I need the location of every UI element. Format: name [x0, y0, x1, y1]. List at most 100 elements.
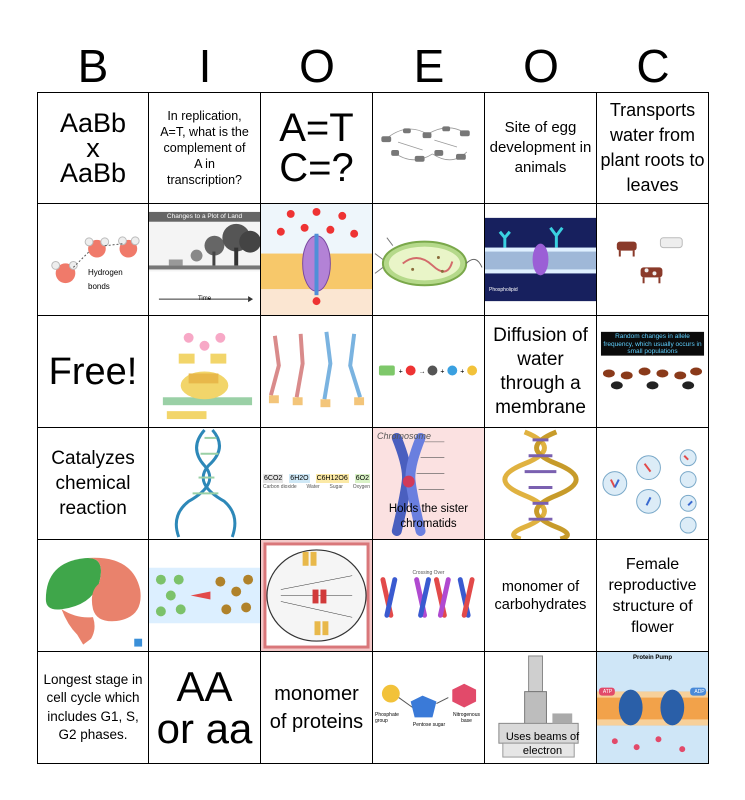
crossing-over-image — [380, 577, 475, 618]
cell-r0c3[interactable] — [373, 92, 485, 204]
cell-r4c4[interactable]: monomer of carbohydrates — [485, 540, 597, 652]
cell-r3c2[interactable]: 6CO2 6H2O C6H12O6 6O2 Carbon dioxide Wat… — [261, 428, 373, 540]
brain-image — [45, 557, 143, 647]
cell-r2c5[interactable]: Random changes in allele frequency, whic… — [597, 316, 709, 428]
protein-pump-title: Protein Pump — [632, 655, 672, 661]
adp-label: ADP — [694, 689, 705, 695]
cell-text: Holds the sister chromatids — [388, 503, 469, 530]
cell-r1c5[interactable] — [597, 204, 709, 316]
cell-text: Diffusion of water through a membrane — [493, 324, 588, 418]
protein-synthesis-image — [162, 332, 253, 420]
cell-text: Longest stage in cell cycle which includ… — [43, 671, 143, 743]
mitosis-image — [263, 542, 370, 649]
cell-text: Catalyzes chemical reaction — [51, 448, 135, 519]
succession-axis: Time — [197, 296, 212, 302]
svg-text:+: + — [399, 368, 403, 375]
cell-r0c4[interactable]: Site of egg development in animals — [485, 92, 597, 204]
homologous-limbs-image — [268, 331, 365, 408]
electron-microscope-image — [498, 655, 579, 758]
cell-text: Transports water from plant roots to lea… — [600, 100, 705, 195]
cell-r1c3[interactable] — [373, 204, 485, 316]
cell-r5c1[interactable]: AA or aa — [149, 652, 261, 764]
cell-r4c5[interactable]: Female reproductive structure of flower — [597, 540, 709, 652]
cell-r4c3[interactable]: Crossing Over — [373, 540, 485, 652]
cell-r2c3[interactable]: + → + + — [373, 316, 485, 428]
dna-replication-image — [174, 428, 237, 538]
protein-pump-image — [597, 652, 708, 763]
respiration-equation-image: + → + + — [378, 365, 478, 375]
succession-image — [149, 211, 260, 303]
crossing-over-title: Crossing Over — [412, 570, 445, 576]
eq-label: Carbon dioxide — [263, 484, 297, 490]
prokaryotic-cell-image — [374, 237, 483, 287]
eq-label: Oxygen — [352, 484, 370, 490]
cell-r5c2[interactable]: monomer of proteins — [261, 652, 373, 764]
cell-r4c2[interactable] — [261, 540, 373, 652]
svg-text:+: + — [440, 368, 444, 375]
cell-r2c4[interactable]: Diffusion of water through a membrane — [485, 316, 597, 428]
eq-term: 6CO2 — [263, 474, 284, 483]
cell-r1c0[interactable]: Hydrogen bonds — [37, 204, 149, 316]
cattle-breeding-image — [616, 237, 683, 284]
cell-r5c5[interactable]: Protein Pump ATP ADP — [597, 652, 709, 764]
svg-text:+: + — [460, 368, 464, 375]
cell-r1c1[interactable]: Changes to a Plot of Land Time — [149, 204, 261, 316]
image-label: Phospholipid — [489, 287, 518, 293]
image-label: Hydrogen bonds — [88, 268, 123, 291]
cell-r0c0[interactable]: AaBb x AaBb — [37, 92, 149, 204]
cell-r5c0[interactable]: Longest stage in cell cycle which includ… — [37, 652, 149, 764]
eq-term: 6H2O — [289, 474, 310, 483]
chromosome-image — [391, 432, 445, 537]
cell-r2c0[interactable]: Free! — [37, 316, 149, 428]
dna-helix-image — [502, 429, 579, 539]
hydrogen-bond-image — [51, 236, 140, 284]
chromosome-title: Chromosome — [377, 431, 432, 441]
header-letter: C — [636, 40, 670, 92]
cell-text: monomer of proteins — [269, 682, 364, 733]
header-letter: E — [413, 40, 445, 92]
antibiotic-resistance-image — [149, 567, 260, 624]
photosynthesis-labels: Carbon dioxide Water Sugar Oxygen — [263, 484, 370, 491]
eq-term: C6H12O6 — [315, 474, 349, 483]
cell-r1c4[interactable]: Phospholipid — [485, 204, 597, 316]
cell-r3c4[interactable] — [485, 428, 597, 540]
eq-label: Sugar — [329, 484, 343, 490]
cell-r3c0[interactable]: Catalyzes chemical reaction — [37, 428, 149, 540]
nucleotide-image — [381, 683, 477, 718]
cell-text: A=T C=? — [279, 106, 354, 190]
cell-text: monomer of carbohydrates — [494, 578, 587, 613]
cell-r0c5[interactable]: Transports water from plant roots to lea… — [597, 92, 709, 204]
nucleotide-label: Phosphate group — [375, 712, 399, 724]
cell-r3c1[interactable] — [149, 428, 261, 540]
drift-banner: Random changes in allele frequency, whic… — [603, 333, 702, 356]
header-letter: O — [523, 40, 559, 92]
header-letter: B — [77, 40, 109, 92]
svg-text:→: → — [419, 368, 426, 375]
bingo-header: B I O E O C — [37, 40, 709, 92]
bingo-grid: AaBb x AaBb In replication, A=T, what is… — [37, 92, 709, 764]
cell-r1c2[interactable] — [261, 204, 373, 316]
cell-r3c5[interactable] — [597, 428, 709, 540]
cell-r0c1[interactable]: In replication, A=T, what is the complem… — [149, 92, 261, 204]
eq-label: Water — [306, 484, 320, 490]
nucleotide-label: Pentose sugar — [412, 722, 446, 728]
cell-text: In replication, A=T, what is the complem… — [160, 109, 249, 187]
cell-text: AA or aa — [156, 662, 253, 752]
nucleotide-label: Nitrogenous base — [453, 712, 480, 724]
cell-r5c3[interactable]: Phosphate group Pentose sugar Nitrogenou… — [373, 652, 485, 764]
photosynthesis-equation: 6CO2 6H2O C6H12O6 6O2 — [263, 474, 370, 483]
channel-protein-image — [261, 204, 372, 315]
genetic-drift-image — [600, 331, 705, 390]
food-web-image — [381, 126, 470, 162]
cell-r5c4[interactable]: Uses beams of electron — [485, 652, 597, 764]
eq-term: 6O2 — [354, 474, 370, 483]
cell-r2c1[interactable] — [149, 316, 261, 428]
cell-r4c0[interactable] — [37, 540, 149, 652]
cell-text: AaBb x AaBb — [59, 107, 127, 188]
cell-r0c2[interactable]: A=T C=? — [261, 92, 373, 204]
cell-r2c2[interactable] — [261, 316, 373, 428]
cell-text: Uses beams of electron — [505, 731, 580, 757]
succession-title: Changes to a Plot of Land — [166, 213, 243, 220]
cell-r3c3[interactable]: Chromosome Holds the sister chromatids — [373, 428, 485, 540]
cell-r4c1[interactable] — [149, 540, 261, 652]
